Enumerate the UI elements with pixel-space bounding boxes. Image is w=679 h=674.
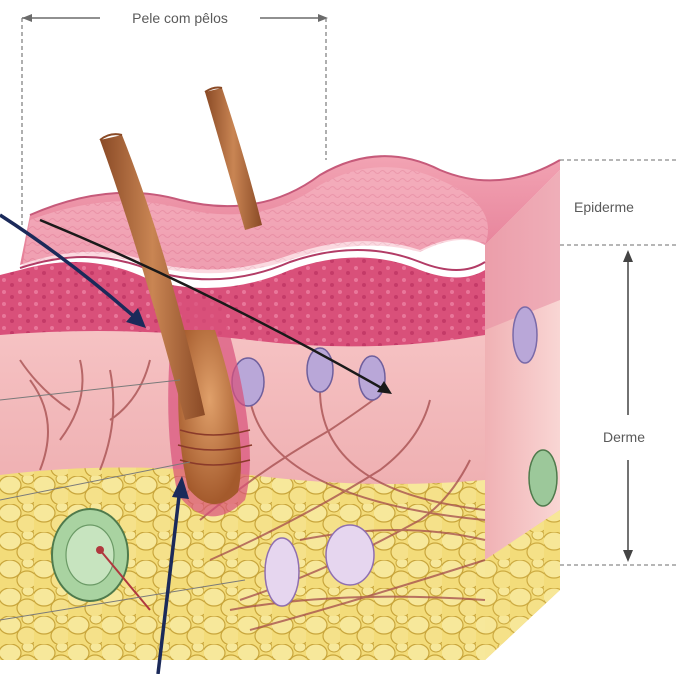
top-dimension-label: Pele com pêlos	[132, 10, 228, 26]
dermis-label: Derme	[603, 429, 645, 445]
block-side-face	[485, 170, 560, 660]
epidermis-label: Epiderme	[574, 199, 634, 215]
